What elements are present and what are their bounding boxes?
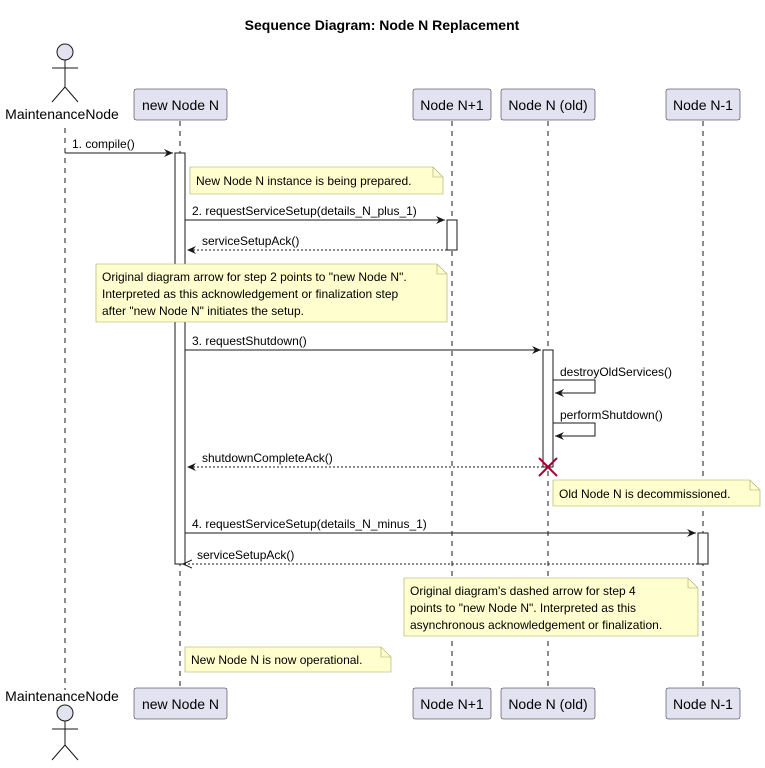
message-label: 2. requestServiceSetup(details_N_plus_1) [192, 204, 417, 218]
activation-new-node [174, 152, 186, 565]
destroy-icon [538, 457, 558, 477]
note-1: New Node N instance is being prepared. [189, 166, 444, 195]
message-3-self-1[interactable]: destroyOldServices() [553, 365, 672, 397]
participant-label: Node N+1 [420, 97, 484, 113]
participant-new-node-bottom[interactable]: new Node N [133, 687, 228, 720]
activation-bars [174, 152, 709, 565]
message-3[interactable]: 3. requestShutdown() [185, 334, 541, 354]
activation-node-minus [697, 532, 709, 565]
participant-label: MaintenanceNode [5, 106, 119, 122]
message-label: destroyOldServices() [560, 365, 672, 379]
participants-top: MaintenanceNode new Node N Node N+1 Node… [5, 43, 741, 122]
actor-body [51, 60, 79, 103]
participant-node-plus-bottom[interactable]: Node N+1 [412, 687, 492, 720]
message-label: serviceSetupAck() [202, 234, 299, 248]
message-label: performShutdown() [560, 408, 663, 422]
message-2[interactable]: 2. requestServiceSetup(details_N_plus_1) [185, 204, 445, 224]
participant-label: Node N-1 [673, 696, 733, 712]
note-text: New Node N is now operational. [191, 653, 362, 667]
participant-label: Node N+1 [420, 696, 484, 712]
message-2-ack[interactable]: serviceSetupAck() [187, 234, 447, 254]
participant-node-minus-top[interactable]: Node N-1 [665, 88, 741, 121]
actor-icon [56, 704, 74, 722]
activation-node-plus [446, 219, 458, 251]
message-4-ack[interactable]: serviceSetupAck() [183, 548, 698, 564]
message-label: 4. requestServiceSetup(details_N_minus_1… [192, 517, 427, 531]
actor-icon [56, 43, 74, 61]
message-label: 1. compile() [72, 137, 135, 151]
participant-node-old-bottom[interactable]: Node N (old) [500, 687, 596, 720]
participant-node-old-top[interactable]: Node N (old) [500, 88, 596, 121]
diagram-title: Sequence Diagram: Node N Replacement [245, 17, 520, 33]
message-4[interactable]: 4. requestServiceSetup(details_N_minus_1… [185, 517, 696, 537]
note-4: Original diagram's dashed arrow for step… [403, 577, 699, 637]
participant-label: new Node N [142, 696, 219, 712]
participant-label: new Node N [142, 97, 219, 113]
actor-maintenance-bottom[interactable]: MaintenanceNode [5, 688, 119, 761]
message-1[interactable]: 1. compile() [65, 137, 173, 157]
message-label: 3. requestShutdown() [192, 334, 307, 348]
note-text: New Node N instance is being prepared. [196, 174, 411, 188]
participant-node-minus-bottom[interactable]: Node N-1 [665, 687, 741, 720]
participants-bottom: MaintenanceNode new Node N Node N+1 Node… [5, 687, 741, 761]
participant-label: Node N (old) [508, 696, 587, 712]
message-3-self-2[interactable]: performShutdown() [553, 408, 663, 440]
note-5: New Node N is now operational. [184, 646, 392, 673]
actor-body [51, 721, 79, 761]
note-text: Original diagram arrow for step 2 points… [102, 270, 410, 318]
note-2: Original diagram arrow for step 2 points… [95, 263, 448, 323]
activation-node-old [542, 349, 554, 468]
note-3: Old Node N is decommissioned. [552, 479, 761, 507]
message-3-ack[interactable]: shutdownCompleteAck() [187, 451, 543, 471]
message-label: shutdownCompleteAck() [202, 451, 333, 465]
message-label: serviceSetupAck() [197, 548, 294, 562]
participant-label: MaintenanceNode [5, 688, 119, 704]
participant-node-plus-top[interactable]: Node N+1 [412, 88, 492, 121]
participant-new-node-top[interactable]: new Node N [133, 88, 228, 121]
participant-label: Node N (old) [508, 97, 587, 113]
actor-maintenance-top[interactable]: MaintenanceNode [5, 43, 119, 122]
note-text: Original diagram's dashed arrow for step… [410, 584, 662, 632]
note-text: Old Node N is decommissioned. [559, 487, 730, 501]
participant-label: Node N-1 [673, 97, 733, 113]
messages: 1. compile() 2. requestServiceSetup(deta… [65, 137, 698, 564]
notes: New Node N instance is being prepared. O… [95, 166, 761, 673]
